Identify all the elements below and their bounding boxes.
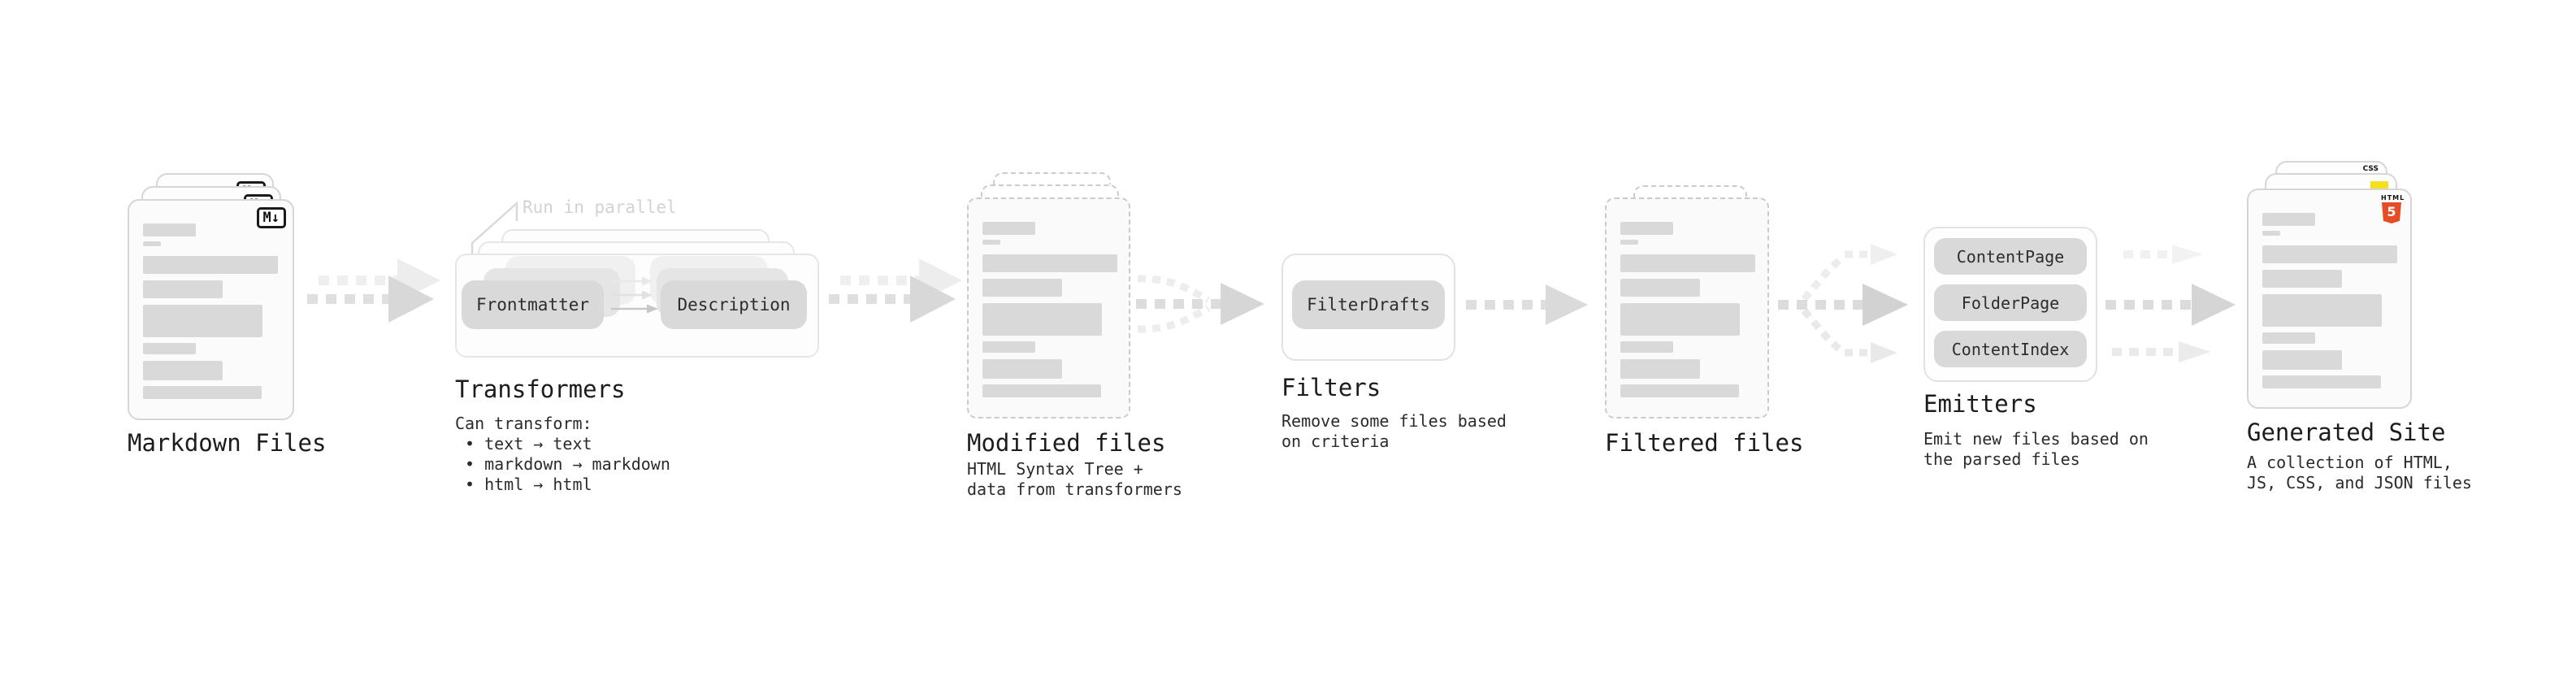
modified-file-card-front bbox=[967, 197, 1130, 419]
text-placeholder-bar bbox=[2262, 294, 2382, 327]
arrow-filtered-to-emitters-icon bbox=[1778, 244, 1908, 363]
generated-site-label: Generated Site bbox=[2247, 419, 2446, 446]
text-placeholder-bar bbox=[2262, 350, 2342, 370]
text-placeholder-bar bbox=[982, 359, 1062, 379]
filters-desc: on criteria bbox=[1281, 432, 1390, 451]
text-placeholder-bar bbox=[2262, 270, 2342, 288]
transformers-bullet: • text → text bbox=[465, 434, 592, 453]
text-placeholder-bar bbox=[982, 240, 1000, 245]
filtered-file-card-front bbox=[1605, 197, 1769, 419]
text-placeholder-bar bbox=[2262, 213, 2315, 226]
filtered-files-label: Filtered files bbox=[1605, 429, 1804, 457]
arrow-markdown-to-transformers-icon bbox=[307, 258, 440, 323]
markdown-file-card-front: M↓ bbox=[128, 199, 294, 420]
modified-files-label: Modified files bbox=[967, 429, 1166, 457]
folderpage-pill: FolderPage bbox=[1934, 284, 2087, 321]
emitters-desc: the parsed files bbox=[1923, 449, 2080, 469]
description-pill: Description bbox=[661, 280, 807, 329]
transform-arrows-icon bbox=[611, 276, 658, 314]
text-placeholder-bar bbox=[1620, 279, 1700, 297]
generated-file-card-html: HTML 5 bbox=[2247, 189, 2412, 409]
text-placeholder-bar bbox=[1620, 303, 1740, 336]
frontmatter-pill: Frontmatter bbox=[462, 280, 604, 329]
text-placeholder-bar bbox=[143, 386, 262, 399]
emitters-desc: Emit new files based on bbox=[1923, 429, 2149, 449]
text-placeholder-bar bbox=[2262, 375, 2381, 388]
text-placeholder-bar bbox=[982, 303, 1102, 336]
text-placeholder-bar bbox=[1620, 222, 1673, 235]
text-placeholder-bar bbox=[982, 279, 1062, 297]
contentpage-pill: ContentPage bbox=[1934, 238, 2087, 275]
text-placeholder-bar bbox=[1620, 359, 1700, 379]
markdown-files-label: Markdown Files bbox=[128, 429, 327, 457]
generated-site-desc: JS, CSS, and JSON files bbox=[2247, 473, 2472, 492]
text-placeholder-bar bbox=[1620, 254, 1755, 272]
text-placeholder-bar bbox=[143, 305, 262, 337]
emitters-title: Emitters bbox=[1923, 390, 2037, 418]
callout-bracket-icon bbox=[471, 201, 518, 258]
text-placeholder-bar bbox=[1620, 240, 1638, 245]
text-placeholder-bar bbox=[143, 280, 223, 298]
filters-desc: Remove some files based bbox=[1281, 411, 1507, 431]
text-placeholder-bar bbox=[143, 223, 196, 236]
text-placeholder-bar bbox=[982, 254, 1117, 272]
text-placeholder-bar bbox=[1620, 384, 1739, 397]
text-placeholder-bar bbox=[982, 341, 1035, 353]
filters-title: Filters bbox=[1281, 374, 1381, 401]
transformers-bullet: • html → html bbox=[465, 475, 592, 494]
markdown-icon: M↓ bbox=[256, 207, 286, 228]
modified-files-desc: HTML Syntax Tree + bbox=[967, 459, 1143, 479]
run-in-parallel-annotation: Run in parallel bbox=[523, 197, 677, 217]
arrow-transformers-to-modified-icon bbox=[829, 258, 962, 323]
text-placeholder-bar bbox=[982, 384, 1101, 397]
text-placeholder-bar bbox=[143, 343, 196, 354]
html5-icon: HTML 5 bbox=[2381, 194, 2404, 223]
text-placeholder-bar bbox=[143, 256, 278, 274]
modified-files-desc: data from transformers bbox=[967, 479, 1182, 499]
text-placeholder-bar bbox=[982, 222, 1035, 235]
transformers-bullet: • markdown → markdown bbox=[465, 454, 670, 474]
generated-site-desc: A collection of HTML, bbox=[2247, 453, 2452, 472]
transformers-desc: Can transform: bbox=[455, 414, 592, 433]
filterdrafts-pill: FilterDrafts bbox=[1292, 280, 1445, 329]
text-placeholder-bar bbox=[2262, 245, 2397, 263]
text-placeholder-bar bbox=[143, 361, 223, 380]
arrow-modified-to-filters-icon bbox=[1136, 275, 1264, 333]
arrow-filters-to-filtered-icon bbox=[1466, 284, 1588, 325]
contentindex-pill: ContentIndex bbox=[1934, 331, 2087, 367]
arrow-emitters-to-generated-icon bbox=[2105, 245, 2236, 362]
text-placeholder-bar bbox=[2262, 231, 2280, 236]
text-placeholder-bar bbox=[143, 241, 161, 246]
transformers-title: Transformers bbox=[455, 375, 626, 403]
text-placeholder-bar bbox=[1620, 341, 1673, 353]
text-placeholder-bar bbox=[2262, 332, 2315, 344]
